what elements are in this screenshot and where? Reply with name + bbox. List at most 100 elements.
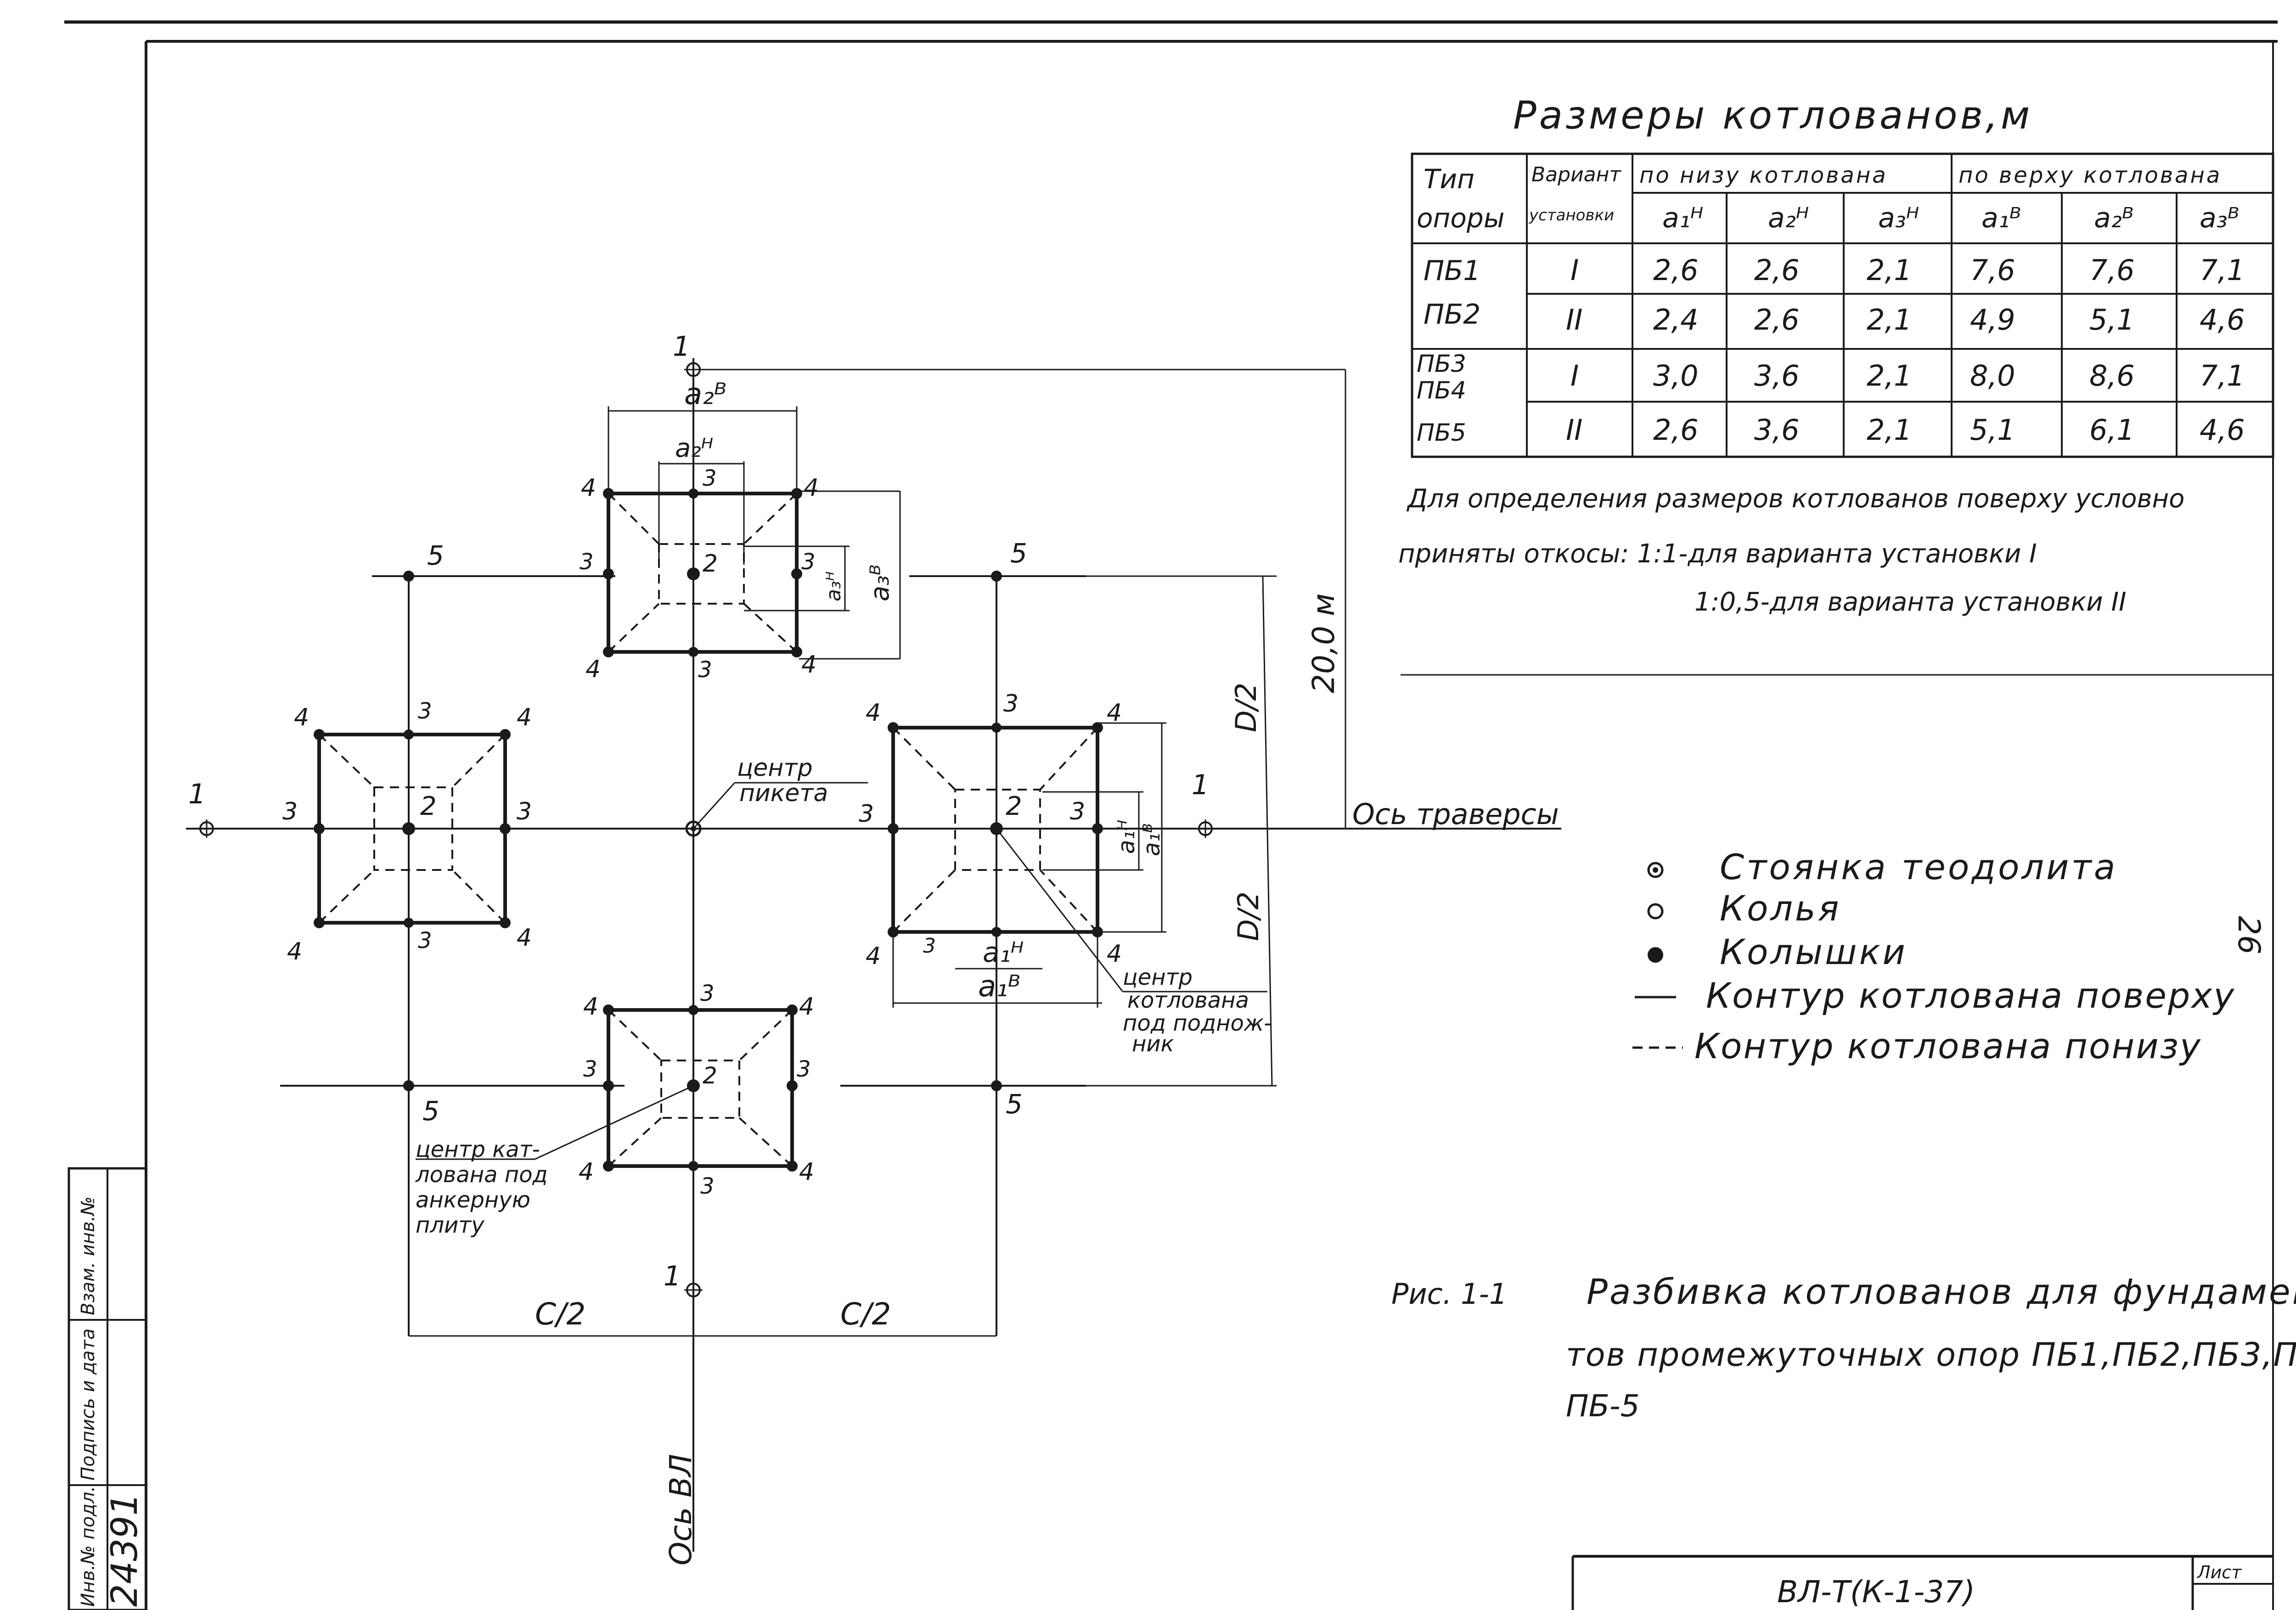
caption-prefix: Рис. 1-1 — [1391, 1277, 1507, 1311]
dim-d2-upper: D/2 — [1229, 683, 1263, 732]
legend-label: Колышки — [1720, 931, 1908, 972]
pt-4: 4 — [801, 651, 816, 679]
stakes — [314, 488, 1103, 1172]
row-a2b: 5,1 — [2089, 303, 2135, 337]
label-center-picket-2: пикета — [739, 780, 828, 807]
row-a3h: 2,1 — [1867, 359, 1912, 393]
dim-a1h-vert: a₁ᴴ — [1113, 820, 1140, 854]
dim-d2-lower: D/2 — [1232, 892, 1265, 941]
legend-item-dot: Колышки — [1648, 931, 1908, 972]
hdr-variant-2: установки — [1529, 206, 1614, 224]
dim-c2-right: C/2 — [840, 1296, 891, 1332]
label-line-axis: Ось ВЛ — [663, 1454, 698, 1565]
row-a1b: 7,6 — [1970, 253, 2015, 287]
pt-4: 4 — [804, 474, 819, 502]
pt-1: 1 — [188, 778, 206, 810]
row-a1b: 5,1 — [1970, 413, 2015, 447]
pt-4: 4 — [517, 704, 532, 731]
label-center-anchor-1: центр кат- — [416, 1137, 540, 1162]
slope-note: Для определения размеров котлованов пове… — [1398, 484, 2273, 676]
pt-5: 5 — [427, 540, 444, 571]
caption-line-3: ПБ-5 — [1566, 1388, 1640, 1424]
side-sign-label: Подпись и дата — [78, 1329, 99, 1481]
drawing-code: ВЛ-Т(К-1-37) — [1777, 1574, 1975, 1610]
hdr-a3b: a₃ᴮ — [2200, 202, 2240, 234]
row-a1h: 3,0 — [1653, 359, 1699, 393]
row-a3b: 7,1 — [2200, 359, 2245, 393]
legend-item-ring: Колья — [1647, 888, 1839, 929]
pt-4: 4 — [866, 699, 881, 727]
table-row: ПБ3 ПБ4 I 3,0 3,6 2,1 8,0 8,6 7,1 — [1417, 350, 2245, 404]
pt-3: 3 — [418, 698, 432, 724]
hdr-a1h: a₁ᴴ — [1662, 202, 1703, 234]
dim-a1b-vert: a₁ᴮ — [1138, 823, 1165, 856]
rings — [199, 362, 1213, 1297]
side-vzam-label: Взам. инв.№ — [78, 1196, 99, 1315]
dim-a2b: a₂ᴮ — [684, 377, 727, 411]
dim-c2-left: C/2 — [535, 1296, 585, 1332]
legend: Стоянка теодолита Колья Колышки Контур к… — [1632, 847, 2234, 1066]
pt-1: 1 — [664, 1260, 681, 1292]
point-labels: 1 1 1 1 5 5 5 5 4 4 4 4 3 3 3 3 2 4 4 4 … — [188, 331, 1209, 1292]
dim-a3h: a₃ᴴ — [822, 572, 845, 601]
pt-1: 1 — [673, 331, 690, 363]
row-a3h: 2,1 — [1867, 413, 1912, 447]
pt-3: 3 — [282, 798, 298, 825]
label-center-anchor-3: анкерную — [416, 1187, 530, 1213]
side-inv-number: 24391 — [104, 1493, 146, 1607]
row-a2h: 3,6 — [1754, 359, 1800, 393]
label-center-anchor-2: лована под — [415, 1162, 548, 1188]
pt-3: 3 — [1003, 690, 1019, 718]
hdr-variant-1: Вариант — [1531, 163, 1621, 186]
pt-4: 4 — [581, 474, 596, 502]
dim-a3b: a₃ᴮ — [865, 564, 895, 601]
label-traverse-axis: Ось траверсы — [1352, 797, 1559, 831]
row-variant: II — [1566, 303, 1583, 337]
pt-4: 4 — [294, 704, 309, 731]
hdr-a2h: a₂ᴴ — [1768, 202, 1809, 234]
pt-3: 3 — [418, 928, 432, 954]
pt-2: 2 — [703, 550, 718, 578]
pt-3: 3 — [1070, 798, 1085, 825]
pt-2: 2 — [1006, 791, 1022, 821]
pt-4: 4 — [799, 1158, 814, 1186]
ring-icon — [199, 819, 214, 838]
label-center-leg-1: центр — [1123, 965, 1193, 990]
note-line-3: 1:0,5-для варианта установки II — [1694, 587, 2127, 617]
label-center-leg-3: под поднож- — [1123, 1010, 1272, 1036]
dim-a1b: a₁ᴮ — [978, 970, 1021, 1004]
leader-lines — [416, 782, 1124, 1160]
pt-4: 4 — [1107, 699, 1122, 727]
pt-3: 3 — [859, 800, 874, 828]
hdr-bottom-group: по низу котлована — [1639, 163, 1888, 188]
row-a1b: 8,0 — [1970, 359, 2015, 393]
hdr-type-1: Тип — [1424, 163, 1474, 195]
pt-3: 3 — [700, 981, 715, 1006]
dimension-labels: a₂ᴮ a₂ᴴ a₃ᴮ a₃ᴴ a₁ᴮ a₁ᴴ a₁ᴮ a₁ᴴ 20,0 м D… — [535, 377, 1341, 1332]
dimension-lines — [409, 369, 1346, 1337]
hdr-a2b: a₂ᴮ — [2094, 202, 2134, 234]
table-row: ПБ5 II 2,6 3,6 2,1 5,1 6,1 4,6 — [1417, 413, 2245, 447]
pt-3: 3 — [703, 466, 717, 491]
label-center-anchor-4: плиту — [416, 1212, 484, 1238]
legend-label: Контур котлована понизу — [1694, 1026, 2202, 1066]
pt-3: 3 — [583, 1056, 597, 1082]
pt-5: 5 — [1006, 1088, 1023, 1120]
row-a2h: 2,6 — [1754, 253, 1800, 287]
sheet-label: Лист — [2196, 1562, 2242, 1582]
row-a2h: 3,6 — [1754, 413, 1800, 447]
row-variant: I — [1570, 359, 1579, 393]
row-a3h: 2,1 — [1867, 253, 1912, 287]
pt-3: 3 — [700, 1173, 715, 1199]
row-variant: II — [1566, 413, 1583, 447]
pt-2: 2 — [420, 791, 437, 821]
side-inv-label: Инв.№ подл. — [78, 1486, 99, 1607]
pt-3: 3 — [923, 934, 936, 958]
pt-3: 3 — [698, 657, 712, 683]
row-variant: I — [1570, 253, 1579, 287]
ring-icon — [1198, 819, 1213, 838]
theodolite-icon — [1647, 862, 1664, 878]
pt-3: 3 — [517, 798, 532, 825]
pt-4: 4 — [287, 938, 302, 965]
